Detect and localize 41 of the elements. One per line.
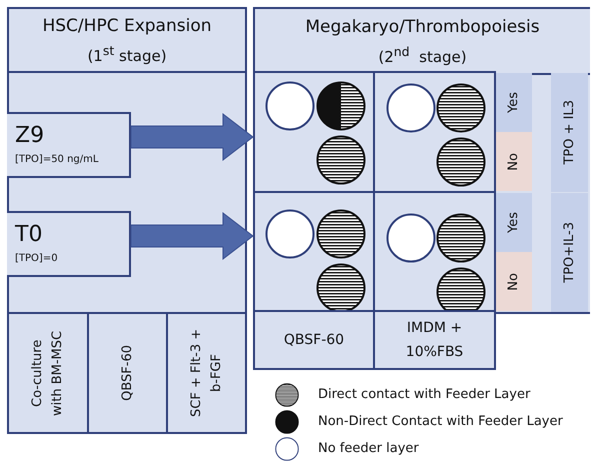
cytokine-text: TPO+IL-3 — [560, 222, 578, 283]
condition-name: T0 — [15, 221, 42, 249]
condition-panel — [7, 71, 247, 314]
answer-text: Yes — [505, 212, 522, 233]
medium-name: Co-culture with BM-MSC — [29, 329, 66, 418]
medium-label-box — [253, 310, 375, 370]
answer-text: No — [505, 152, 522, 170]
answer-text: Yes — [505, 92, 522, 113]
legend-text: No feeder layer — [318, 440, 419, 458]
medium-label-box — [373, 310, 496, 370]
stage-header — [7, 7, 247, 73]
condition-box — [7, 211, 131, 277]
answer-tab — [496, 132, 532, 191]
medium-name: IMDM + 10%FBS — [404, 319, 464, 362]
medium-column — [166, 312, 247, 434]
medium-name: QBSF-60 — [118, 345, 136, 401]
block-arrow — [130, 112, 254, 162]
medium-name: SCF + Flt-3 + b-FGF — [188, 328, 224, 419]
culture-panel — [373, 71, 496, 193]
stage-title: Megakaryo/Thrombopoiesis — [305, 16, 540, 38]
stage-panel — [253, 7, 590, 314]
stage-title: HSC/HPC Expansion — [42, 14, 212, 38]
cytokine-strip — [551, 193, 588, 312]
condition-box — [7, 112, 131, 178]
tpo-concentration: [TPO]=0 — [15, 252, 58, 266]
medium-column — [87, 312, 168, 434]
answer-tab — [496, 252, 532, 311]
legend-text: Direct contact with Feeder Layer — [318, 386, 530, 404]
condition-name: Z9 — [15, 122, 44, 150]
block-arrow — [130, 212, 254, 260]
medium-name: QBSF-60 — [282, 331, 346, 350]
cytokine-text: TPO + IL3 — [560, 100, 578, 165]
stage-subtitle: (2$^{nd}$ stage) — [378, 42, 467, 68]
legend-text: Non-Direct Contact with Feeder Layer — [318, 413, 563, 431]
answer-tab — [496, 73, 532, 132]
medium-column — [7, 312, 89, 434]
cytokine-strip — [551, 73, 588, 192]
answer-text: No — [505, 272, 522, 290]
answer-tab — [496, 193, 532, 252]
stage-subtitle: (1$^{st}$ stage) — [87, 42, 167, 66]
tpo-concentration: [TPO]=50 ng/mL — [15, 153, 98, 167]
